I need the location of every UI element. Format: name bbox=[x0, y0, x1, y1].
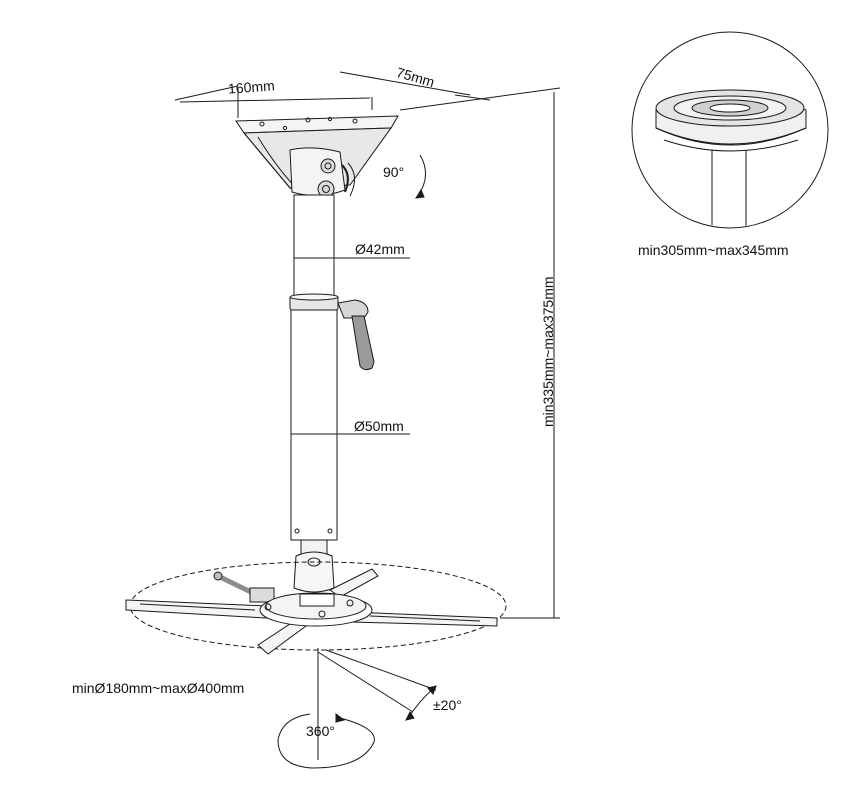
tilt-angle-indicator bbox=[317, 648, 437, 760]
inner-tube bbox=[293, 194, 335, 300]
plate-dimension-lines bbox=[174, 71, 561, 118]
swivel-angle-indicator bbox=[277, 713, 375, 769]
height-dimension-line bbox=[500, 92, 560, 619]
tilt-rotation-arrow bbox=[415, 154, 426, 199]
tilt-joint bbox=[289, 147, 355, 198]
detail-height-label: min305mm~max345mm bbox=[638, 242, 789, 258]
bracket-span-label: minØ180mm~maxØ400mm bbox=[72, 680, 245, 696]
detail-view bbox=[631, 31, 829, 229]
inner-diameter-label: Ø42mm bbox=[355, 241, 405, 257]
clamp-collar bbox=[289, 293, 339, 311]
plate-width-label: 160mm bbox=[227, 77, 276, 97]
swivel-neck bbox=[293, 539, 335, 593]
outer-tube bbox=[290, 309, 338, 541]
tilt-adjust-label: ±20° bbox=[433, 697, 462, 713]
total-height-label: min335mm~max375mm bbox=[540, 276, 556, 427]
projector-bracket bbox=[125, 561, 507, 655]
clamp-lever bbox=[337, 299, 375, 371]
swivel-angle-label: 360° bbox=[306, 723, 335, 739]
outer-diameter-label: Ø50mm bbox=[354, 418, 404, 434]
tilt-angle-label: 90° bbox=[383, 164, 405, 180]
